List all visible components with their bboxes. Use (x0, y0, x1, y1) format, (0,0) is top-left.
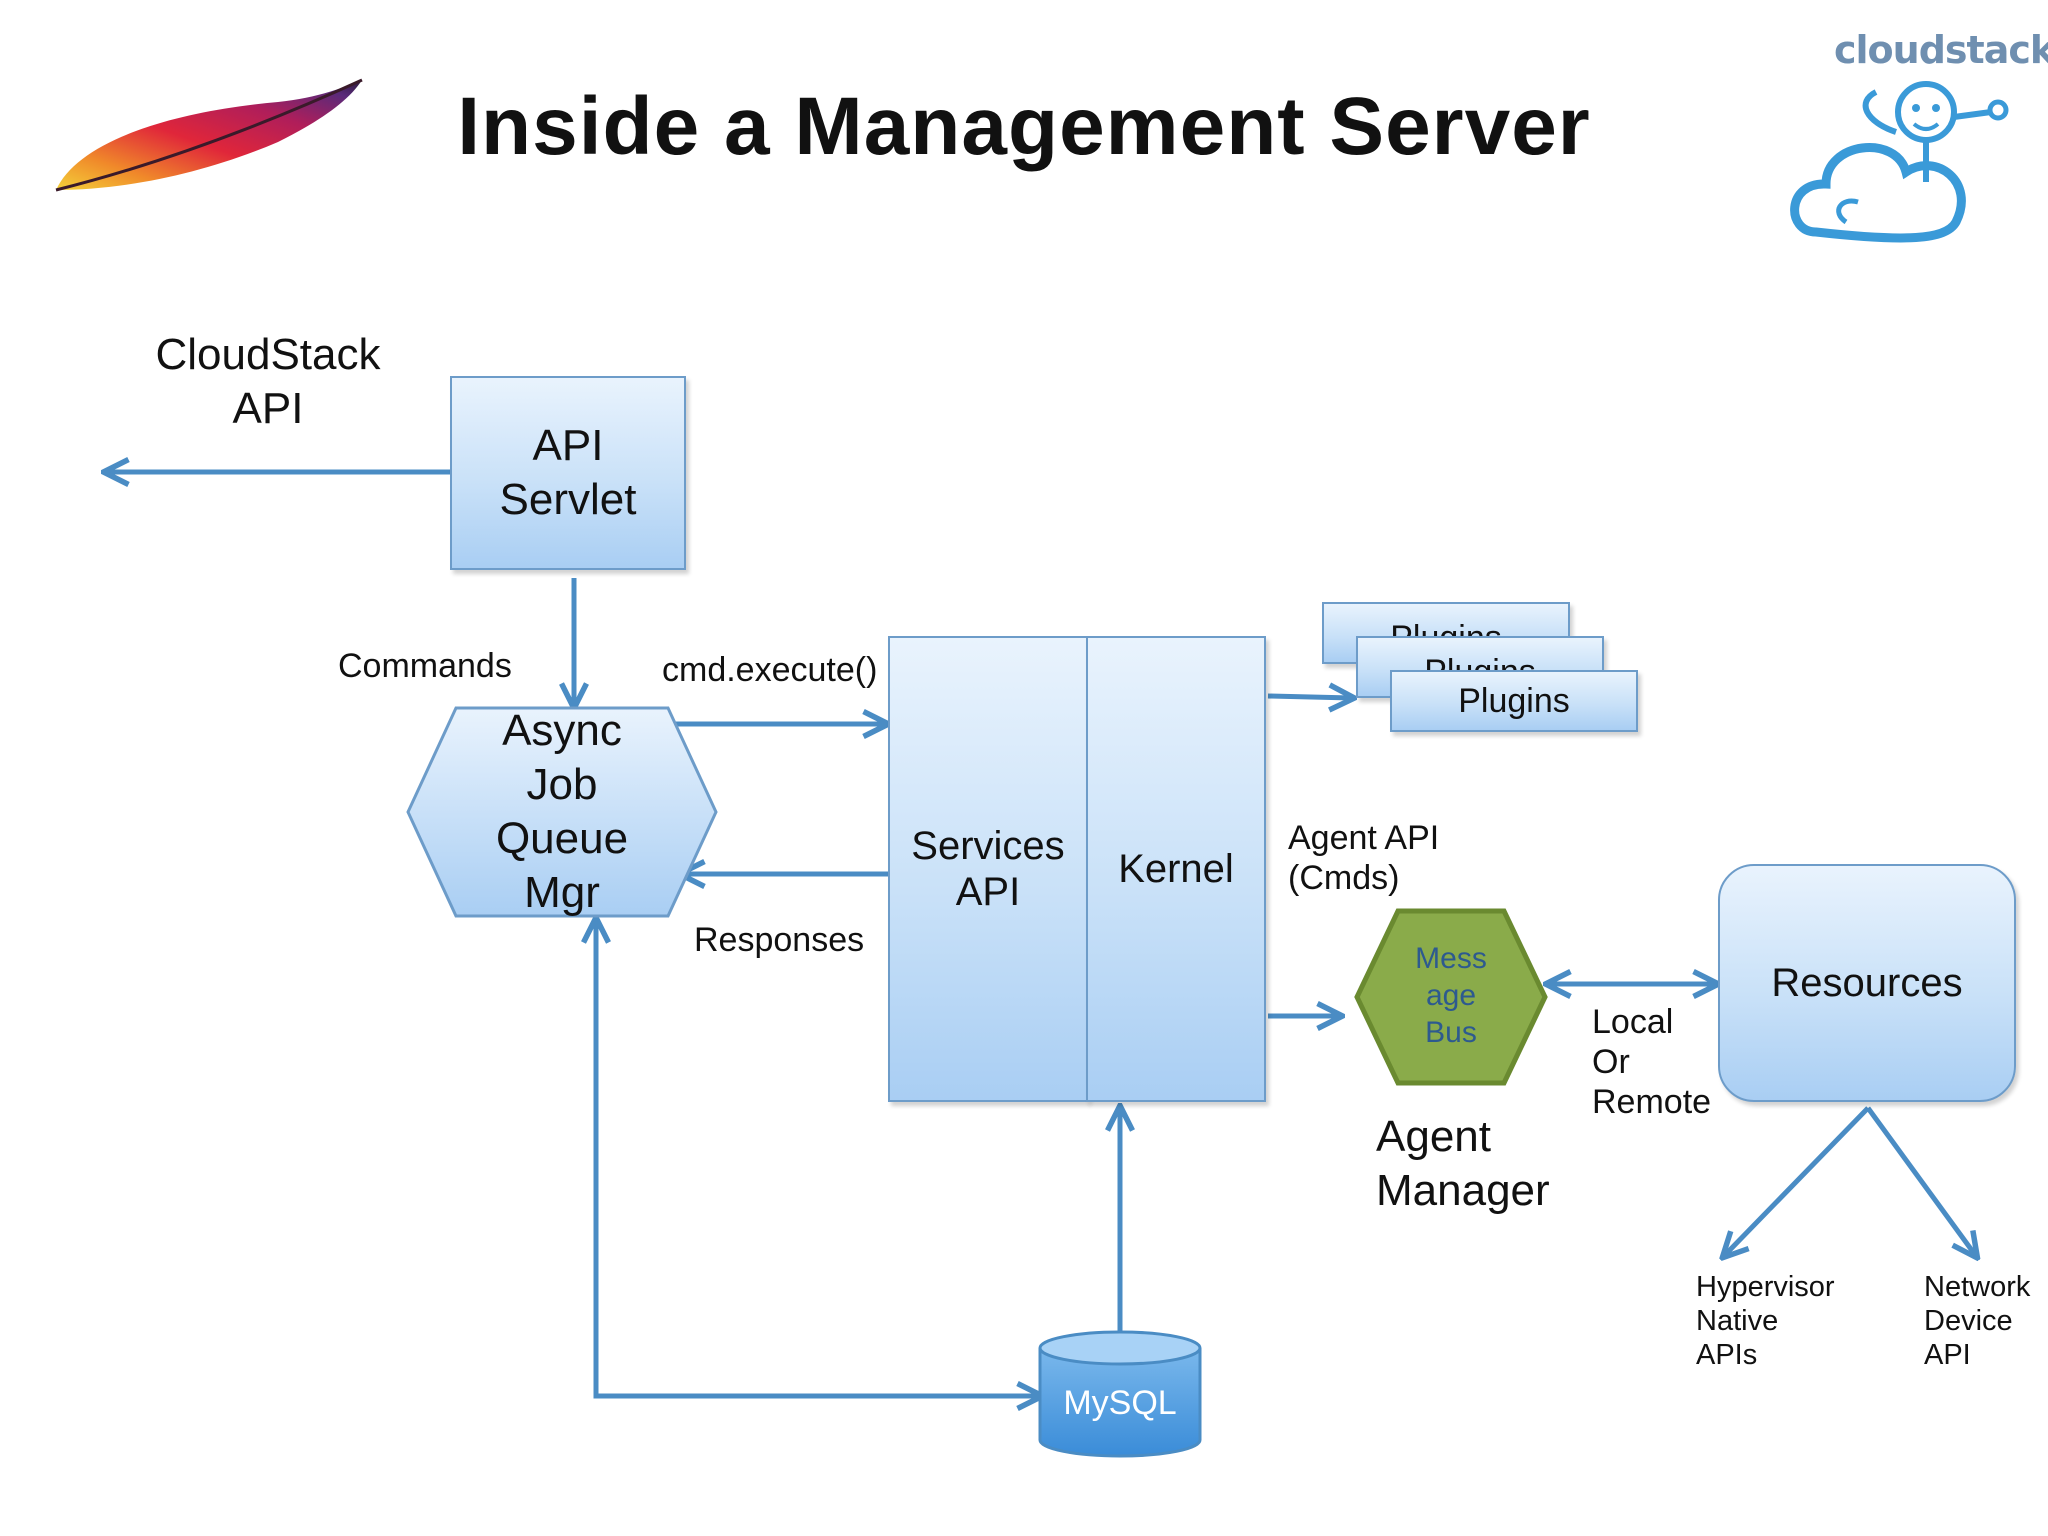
mysql-database-icon (1038, 1330, 1202, 1458)
cloudstack-brand: cloudstack (1834, 28, 2048, 72)
async-job-queue-hexagon (406, 706, 718, 918)
message-bus-hexagon (1354, 908, 1548, 1086)
arrow-plugins (1267, 696, 1352, 698)
cmd-execute-label: cmd.execute() (662, 651, 878, 689)
network-device-api-label: Network Device API (1924, 1271, 2031, 1371)
kernel-label: Kernel (1118, 847, 1234, 891)
resources-label: Resources (1771, 961, 1963, 1005)
arrow-mysql-async (596, 920, 1040, 1396)
arrow-hypervisor (1724, 1106, 1870, 1256)
services-api-box: Services API (888, 636, 1088, 1102)
services-api-label: Services API (911, 824, 1065, 914)
plugins-box-front: Plugins (1390, 670, 1638, 732)
arrow-network (1865, 1106, 1976, 1256)
api-servlet-label: API Servlet (499, 421, 637, 524)
responses-label: Responses (694, 921, 865, 959)
apache-feather-logo-icon (55, 78, 363, 192)
resources-box: Resources (1718, 864, 2016, 1102)
message-bus-label: Mess age Bus (1415, 942, 1487, 1049)
commands-label: Commands (338, 647, 512, 685)
local-or-remote-label: Local Or Remote (1592, 1003, 1712, 1121)
api-servlet-box: API Servlet (450, 376, 686, 570)
hypervisor-native-apis-label: Hypervisor Native APIs (1696, 1271, 1835, 1371)
page-title: Inside a Management Server (457, 81, 1591, 172)
plugins-label-front: Plugins (1458, 682, 1570, 720)
async-job-queue-label: Async Job Queue Mgr (495, 706, 629, 917)
cloudstack-monkey-logo-icon (1790, 81, 2009, 243)
kernel-box: Kernel (1086, 636, 1266, 1102)
agent-manager-label: Agent Manager (1376, 1112, 1550, 1215)
mysql-label: MySQL (1063, 1384, 1177, 1422)
cloudstack-api-label: CloudStack API (155, 330, 381, 433)
agent-api-label: Agent API (Cmds) (1288, 819, 1440, 897)
